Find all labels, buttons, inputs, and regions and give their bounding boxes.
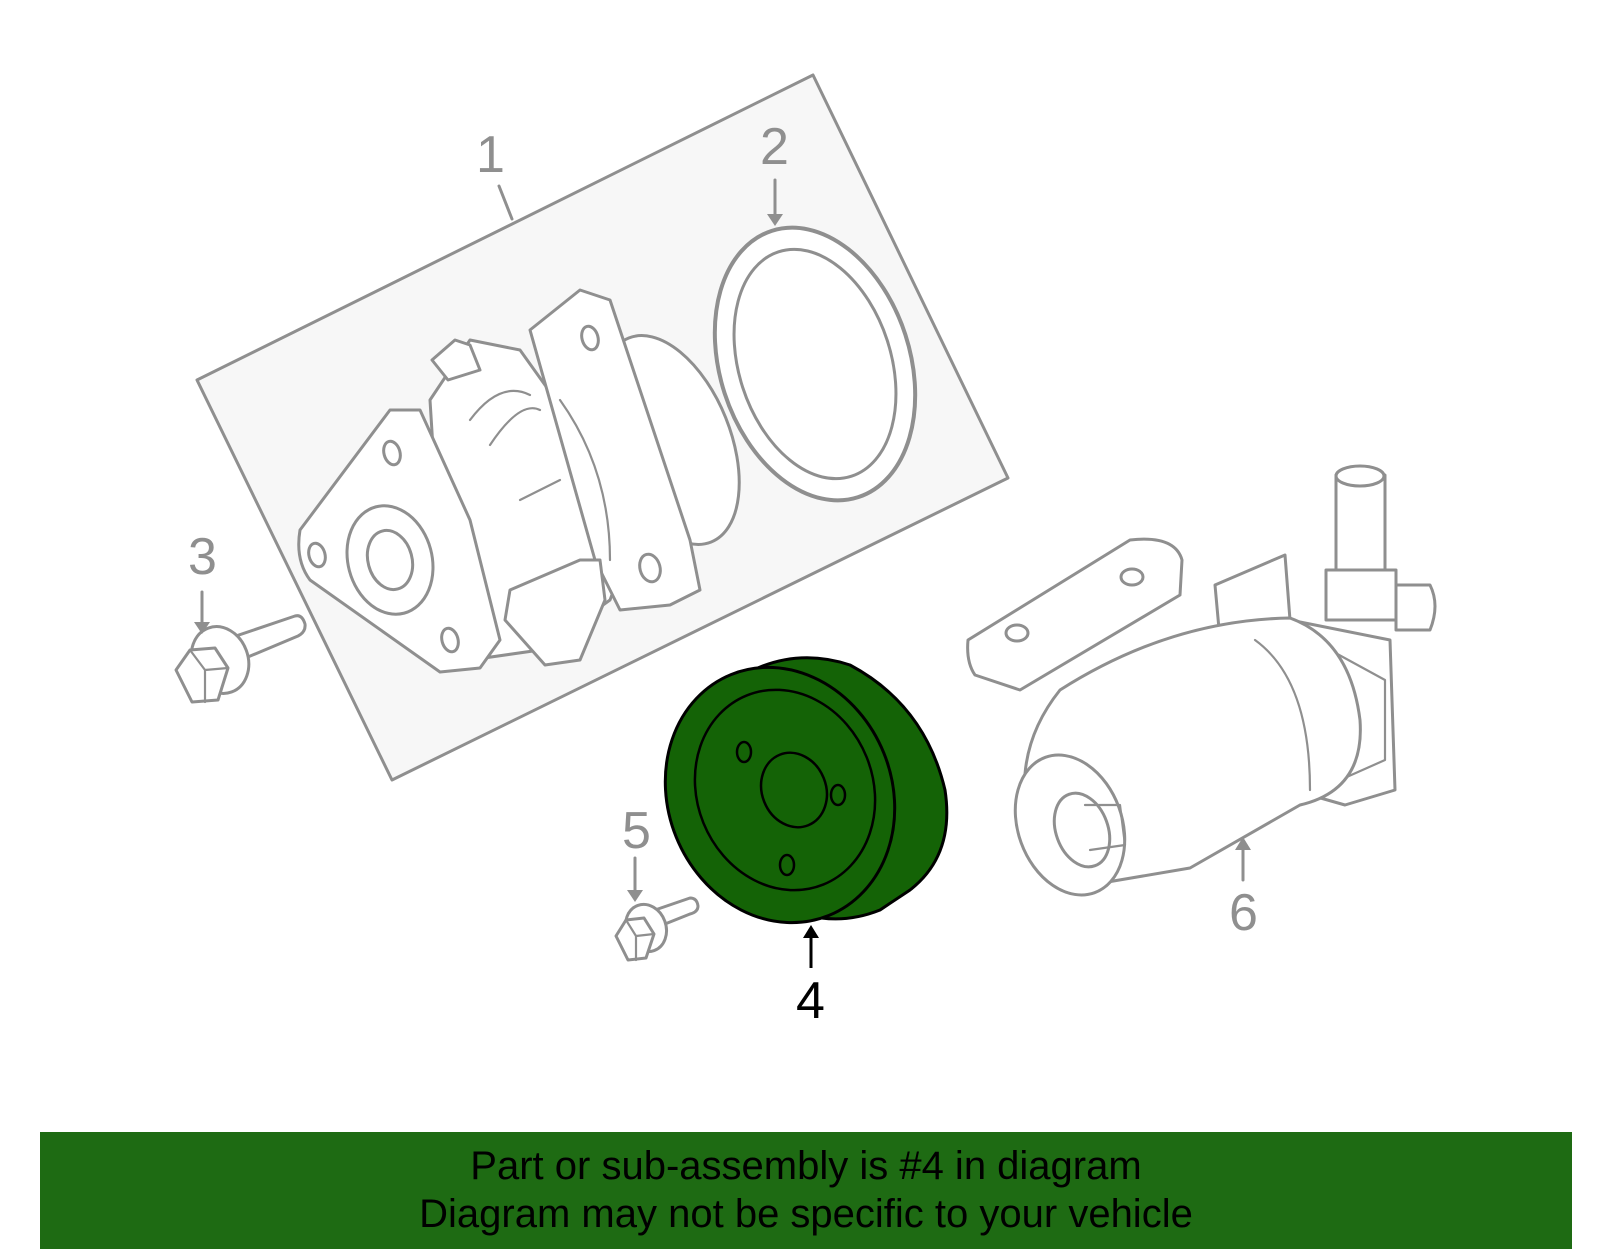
part-3-bolt[interactable]: 3: [174, 528, 307, 704]
callout-2-label: 2: [760, 118, 789, 176]
pulley-hole-3: [778, 853, 796, 877]
callout-2-arrowhead: [767, 214, 783, 226]
pulley-hole-1: [735, 740, 753, 764]
pulley-hole-2: [829, 783, 847, 807]
callout-1-label: 1: [476, 126, 505, 184]
callout-5-arrowhead: [627, 890, 643, 902]
pulley-hub: [759, 751, 829, 829]
callout-3-arrowhead: [194, 622, 210, 634]
part-5-bolt[interactable]: 5: [614, 802, 700, 962]
callout-4-label: 4: [796, 972, 825, 1030]
part-4-pulley[interactable]: 4: [627, 633, 949, 1030]
part-6-electric-pump[interactable]: 6: [966, 464, 1437, 942]
banner-line-2: Diagram may not be specific to your vehi…: [419, 1192, 1193, 1236]
pulley-face-ring: [693, 688, 877, 892]
callout-4-arrowhead: [803, 925, 819, 938]
info-banner: Part or sub-assembly is #4 in diagram Di…: [40, 1132, 1572, 1249]
callout-1-leader: [497, 184, 514, 221]
part-2-gasket[interactable]: 2: [681, 118, 948, 527]
callout-3-label: 3: [188, 528, 217, 586]
water-pump-housing-icon: [297, 288, 741, 674]
banner-line-1: Part or sub-assembly is #4 in diagram: [470, 1144, 1142, 1188]
callout-5-label: 5: [622, 802, 651, 860]
callout-6-arrowhead: [1235, 837, 1251, 850]
callout-6-label: 6: [1229, 884, 1258, 942]
